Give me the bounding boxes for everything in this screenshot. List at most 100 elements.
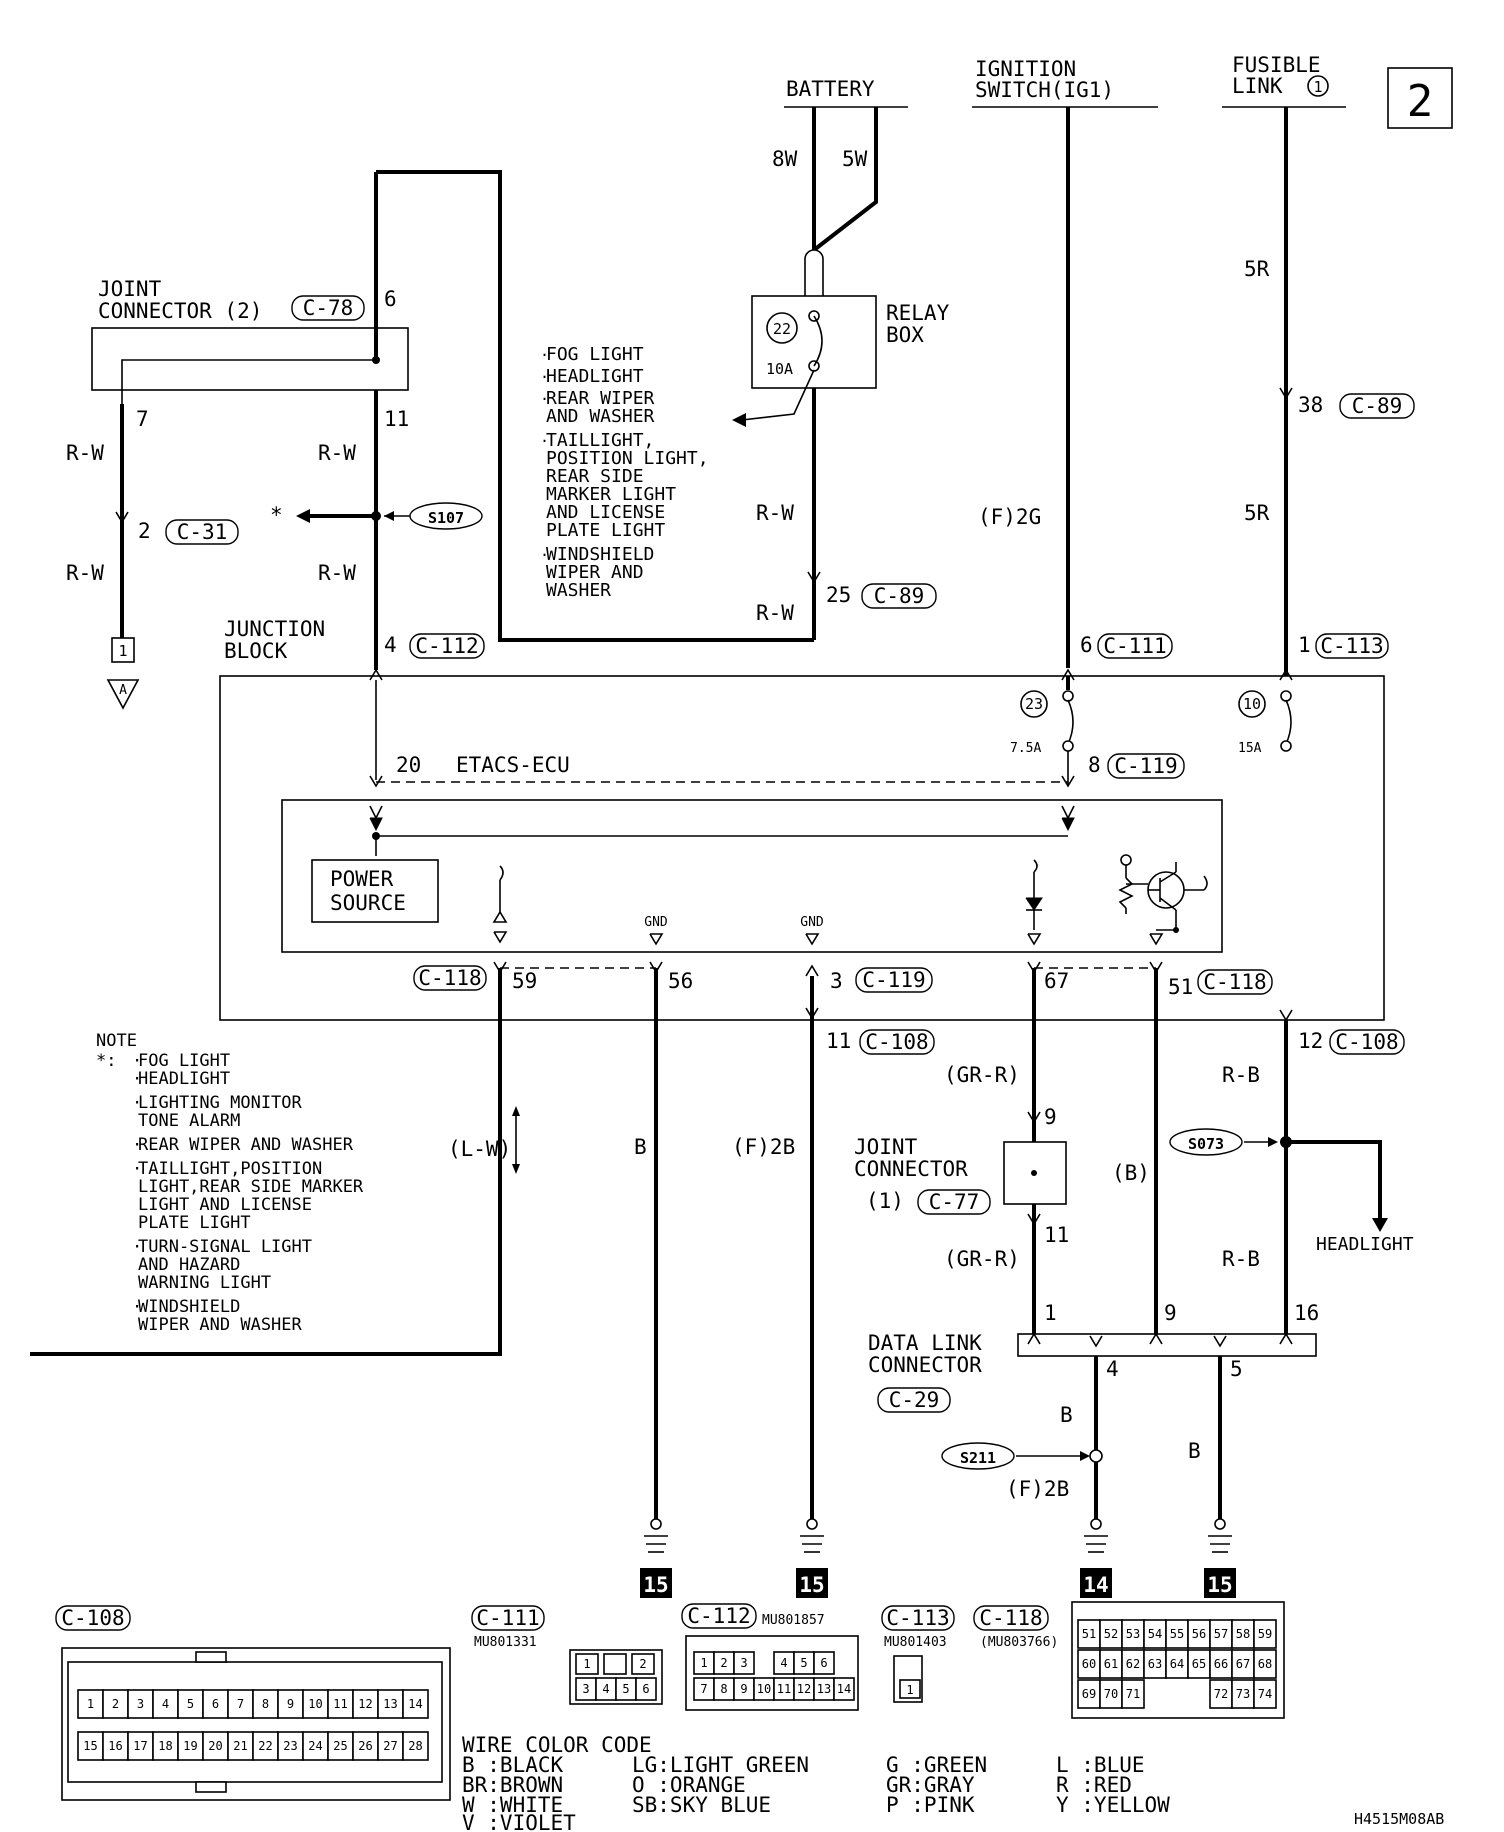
c108-pin-19: 19 (183, 1739, 197, 1753)
c108-pin-11: 11 (333, 1697, 347, 1711)
svg-text:·: · (540, 432, 549, 450)
c118-pin-56: 56 (1192, 1627, 1206, 1641)
c119-tag-lower: C-119 (862, 968, 925, 992)
relay-box-label-1: RELAY (886, 301, 950, 325)
c111-pin-3: 3 (582, 1682, 589, 1696)
rw-label-relay-2: R-W (756, 601, 794, 625)
junction-block-label-2: BLOCK (224, 639, 288, 663)
c31-pin2: 2 (138, 519, 151, 543)
c118-pin-65: 65 (1192, 1657, 1206, 1671)
wire-color-code-title: WIRE COLOR CODE (462, 1733, 652, 1757)
c113-pin1: 1 (1298, 633, 1311, 657)
c112-pin-11: 11 (777, 1682, 791, 1696)
c108-tag-pin12: C-108 (1335, 1030, 1398, 1054)
note-star: *: (96, 1051, 116, 1071)
c108-pin-28: 28 (408, 1739, 422, 1753)
wire-8w-label: 8W (772, 147, 798, 171)
c111-pin-6: 6 (642, 1682, 649, 1696)
rw-label-left-1: R-W (66, 441, 104, 465)
c118-pin-53: 53 (1126, 1627, 1140, 1641)
pin67: 67 (1044, 969, 1069, 993)
color-pink: P :PINK (886, 1793, 975, 1817)
c108-pin-18-cell (152, 1731, 179, 1761)
c89-pin38: 38 (1298, 393, 1323, 417)
color-white: W :WHITE (462, 1793, 563, 1817)
note-item-11: WARNING LIGHT (138, 1273, 271, 1293)
c113-view-pin: 1 (906, 1683, 913, 1697)
power-source-label-2: SOURCE (330, 891, 406, 915)
c108-pin-13: 13 (383, 1697, 397, 1711)
c111-pin-key-cell (603, 1653, 627, 1675)
c108-pin-24: 24 (308, 1739, 322, 1753)
color-green: G :GREEN (886, 1753, 987, 1777)
c112-part-number: MU801857 (762, 1613, 825, 1628)
c113-part-number: MU801403 (884, 1635, 947, 1650)
color-yellow: Y :YELLOW (1056, 1793, 1170, 1817)
c108-pin-1-cell (77, 1689, 104, 1719)
color-blue: L :BLUE (1056, 1753, 1145, 1777)
c118-pin-74-cell (1253, 1679, 1277, 1709)
fusible-link-number: 1 (1313, 78, 1322, 96)
c108-pin-27-cell (377, 1731, 404, 1761)
c111-pin-5: 5 (622, 1682, 629, 1696)
note-and-license: AND LICENSE (546, 502, 665, 523)
rw-label-relay: R-W (756, 501, 794, 525)
note-item-9: TURN-SIGNAL LIGHT (138, 1237, 312, 1257)
c78-tag: C-78 (303, 296, 354, 320)
c108-view-tag: C-108 (61, 1606, 124, 1630)
c112-pin-3: 3 (740, 1656, 747, 1670)
svg-text:·: · (540, 346, 549, 364)
etacs-ecu: POWER SOURCE GND GND (281, 799, 1223, 953)
rb-label-2: R-B (1222, 1247, 1260, 1271)
color-red: R :RED (1056, 1773, 1132, 1797)
c118-pin-70: 70 (1104, 1687, 1118, 1701)
c108-pin-5: 5 (187, 1697, 194, 1711)
etacs-pin20: 20 (396, 753, 421, 777)
c112-pin-5: 5 (800, 1656, 807, 1670)
page-number-box: 2 (1387, 67, 1453, 129)
battery-label: BATTERY (786, 77, 875, 101)
c112-pin-7: 7 (700, 1682, 707, 1696)
c118-pin-66: 66 (1214, 1657, 1228, 1671)
svg-text:·: · (132, 1093, 142, 1113)
c118-tag-right: C-118 (1203, 970, 1266, 994)
b-label-56: B (634, 1135, 647, 1159)
b-label-pin4: B (1060, 1403, 1073, 1427)
rb-label-1: R-B (1222, 1063, 1260, 1087)
c108-pin-16: 16 (108, 1739, 122, 1753)
s211-splice: S211 (960, 1449, 996, 1467)
c118-pin-59: 59 (1258, 1627, 1272, 1641)
grr-label-2: (GR-R) (944, 1247, 1020, 1271)
c108-pin-27: 27 (383, 1739, 397, 1753)
c108-pin-3: 3 (137, 1697, 144, 1711)
pin56: 56 (668, 969, 693, 993)
note-washer: WASHER (546, 580, 611, 601)
junction-bottom-connectors: C-118 59 56 3 C-119 67 51 C-118 (413, 961, 1273, 1020)
grr-label-1: (GR-R) (944, 1063, 1020, 1087)
color-brown: BR:BROWN (462, 1773, 563, 1797)
c111-pin-2: 2 (639, 1657, 646, 1671)
c108-pin-6-cell (202, 1689, 229, 1719)
c89-pin25: 25 (826, 583, 851, 607)
c118-pin-71: 71 (1126, 1687, 1140, 1701)
pin3-wire: 11 C-108 (F)2B 15 (732, 976, 935, 1598)
c112-pin-6-cell (813, 1651, 835, 1675)
c112-view-tag: C-112 (687, 1604, 750, 1628)
color-sky-blue: SB:SKY BLUE (632, 1793, 771, 1817)
relay-box: RELAY BOX 22 10A (732, 295, 950, 427)
color-gray: GR:GRAY (886, 1773, 975, 1797)
c108-pin-15: 15 (83, 1739, 97, 1753)
svg-text:·: · (132, 1297, 142, 1317)
c118-pin-63: 63 (1148, 1657, 1162, 1671)
jc1-pin9: 9 (1044, 1105, 1057, 1129)
svg-text:·: · (132, 1135, 142, 1155)
dlc-label-2: CONNECTOR (868, 1353, 982, 1377)
svg-text:·: · (132, 1237, 142, 1257)
c108-pin-25: 25 (333, 1739, 347, 1753)
color-violet: V :VIOLET (462, 1811, 576, 1832)
ignition-switch-source: IGNITION SWITCH(IG1) (972, 57, 1158, 108)
